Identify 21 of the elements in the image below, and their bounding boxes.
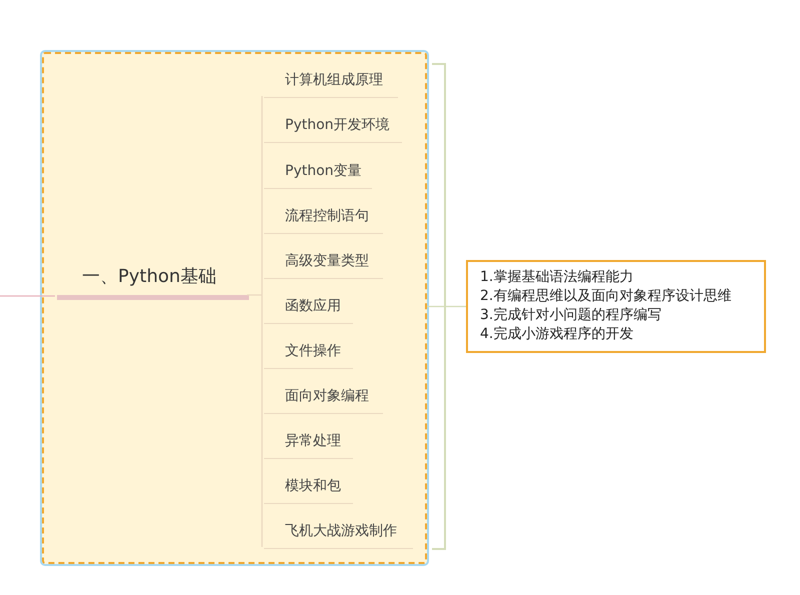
subtopic: 面向对象编程 <box>264 380 383 414</box>
connector <box>427 306 466 308</box>
subtopic: 计算机组成原理 <box>264 64 398 98</box>
subtopic: 飞机大战游戏制作 <box>264 515 413 549</box>
subtopic: Python开发环境 <box>264 109 402 143</box>
central-topic: 一、Python基础 <box>57 260 249 300</box>
subtopic: 函数应用 <box>264 290 353 324</box>
subtopic: Python变量 <box>264 155 372 189</box>
goal-line: 4.完成小游戏程序的开发 <box>480 325 634 344</box>
topic-frame <box>42 52 427 564</box>
subtopic: 异常处理 <box>264 425 353 459</box>
summary-box <box>466 260 766 353</box>
subtopic: 文件操作 <box>264 335 353 369</box>
subtopic: 模块和包 <box>264 470 353 504</box>
subtopic: 高级变量类型 <box>264 245 383 279</box>
goal-line: 3.完成针对小问题的程序编写 <box>480 306 662 325</box>
connector <box>246 95 263 548</box>
subtopic: 流程控制语句 <box>264 200 383 234</box>
goal-line: 2.有编程思维以及面向对象程序设计思维 <box>480 287 732 306</box>
connector <box>0 295 55 297</box>
goal-line: 1.掌握基础语法编程能力 <box>480 268 634 287</box>
